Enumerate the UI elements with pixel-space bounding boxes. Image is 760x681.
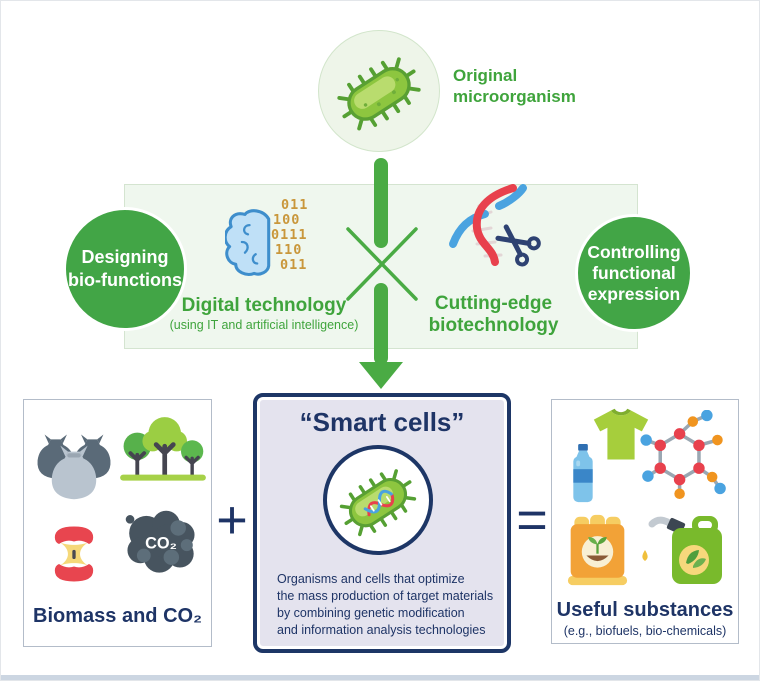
down-arrow-lower-segment [374,283,388,365]
designing-line1: Designing [81,247,169,267]
binary-row: 110 [275,242,303,258]
digital-technology-subtitle: (using IT and artificial intelligence) [169,318,359,332]
co2-text: CO₂ [145,535,177,553]
equals-sign: = [516,490,548,550]
biotechnology-title: Cutting-edge biotechnology [401,293,586,337]
binary-row: 011 [281,197,309,213]
biofuel-can-icon [642,516,722,584]
trees-icon [120,417,206,481]
controlling-line3: expression [587,283,681,304]
digital-technology-title: Digital technology [181,295,347,316]
desc-line3: by combining genetic modification [277,606,465,620]
tshirt-icon [593,408,649,460]
apple-core-icon [54,526,94,582]
binary-row: 011 [280,257,308,273]
desc-line2: the mass production of target materials [277,589,494,603]
binary-row: 0111 [271,227,308,243]
cross-icon [346,227,418,301]
microbe-icon [337,57,421,131]
brain-icon [225,209,271,276]
co2-cloud-icon: CO₂ [125,510,195,573]
smart-cell-circle [323,445,433,555]
biotech-line1: Cutting-edge [434,293,553,314]
biotech-line2: biotechnology [428,315,559,336]
original-label-line2: microorganism [453,87,576,106]
controlling-expression-circle: Controlling functional expression [575,214,693,332]
biotechnology-icon [439,184,543,293]
plus-sign: + [216,490,248,550]
binary-row: 100 [273,212,301,228]
original-microorganism-label: Original microorganism [453,65,576,107]
useful-substances-sublabel: (e.g., biofuels, bio-chemicals) [563,624,727,638]
desc-line4: and information analysis technologies [277,623,486,637]
bottom-border-strip [1,675,759,680]
oil-drop-icon [642,550,648,561]
trash-bags-icon [37,434,111,500]
biomass-label: Biomass and CO₂ [33,605,202,627]
biomass-box: CO₂ [23,399,212,647]
dna-inside-microbe [363,489,395,517]
down-arrow-head [359,362,403,389]
water-bottle-icon [573,444,593,503]
fertilizer-bag-icon [567,514,628,586]
dna-scissors-icon [449,184,541,267]
digital-technology-icon: 011 100 0111 110 011 [225,198,308,286]
useful-substances-box [551,399,739,644]
controlling-line2: functional [592,262,676,283]
desc-line1: Organisms and cells that optimize [277,572,465,586]
molecule-icon [640,410,726,499]
original-microorganism-circle [318,30,440,152]
controlling-line1: Controlling [587,241,681,262]
useful-substances-label: Useful substances [556,599,734,621]
binary-digits: 011 100 0111 110 011 [271,198,308,273]
designing-bio-functions-circle: Designing bio-functions [63,207,187,331]
down-arrow-upper-segment [374,158,388,248]
original-label-line1: Original [453,66,518,85]
designing-line2: bio-functions [68,270,182,290]
smart-cells-description: Organisms and cells that optimize the ma… [277,571,503,639]
smart-cell-microbe-icon [339,469,417,537]
smart-cells-title: “Smart cells” [299,407,465,437]
